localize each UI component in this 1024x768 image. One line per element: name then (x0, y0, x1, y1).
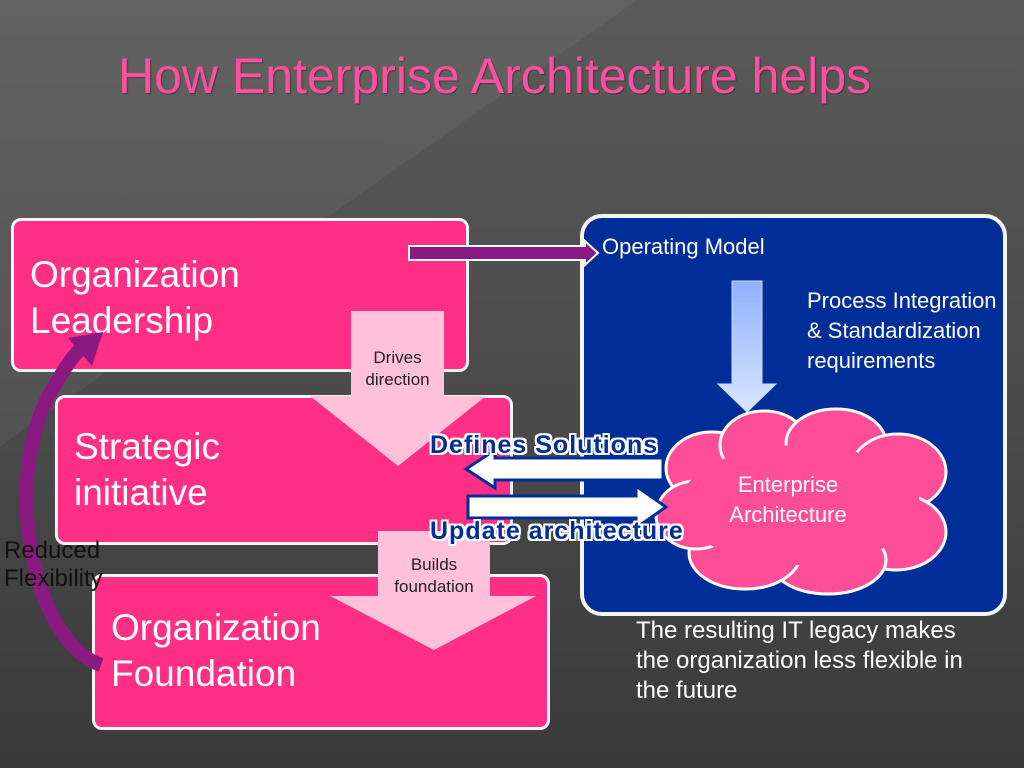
reduced-flexibility-arrowhead (68, 332, 103, 366)
enterprise-architecture-cloud (654, 407, 948, 596)
operating-model-connector-arrow (408, 238, 600, 268)
organization-foundation-label: Organization Foundation (111, 607, 321, 694)
panel-down-arrow (716, 280, 778, 413)
strategic-initiative-label: Strategic initiative (74, 426, 221, 513)
it-legacy-note: The resulting IT legacy makes the organi… (636, 617, 963, 704)
defines-solutions-arrow (463, 447, 665, 491)
page-title: How Enterprise Architecture helps (118, 48, 872, 104)
operating-model-label: Operating Model (602, 234, 765, 259)
builds-foundation-arrow (330, 531, 536, 650)
update-architecture-arrow (466, 483, 669, 531)
enterprise-architecture-label: Enterprise Architecture (729, 472, 847, 527)
organization-foundation-box: Organization Foundation (92, 574, 550, 730)
organization-leadership-label: Organization Leadership (30, 254, 240, 341)
update-architecture-label: Update architecture (430, 517, 684, 545)
reduced-flexibility-label: Reduced Flexibility (4, 537, 103, 592)
process-requirements-label: Process Integration & Standardization re… (807, 288, 997, 373)
drives-direction-label: Drives direction (365, 348, 430, 389)
builds-foundation-label: Builds foundation (394, 555, 474, 596)
drives-direction-arrow (310, 311, 486, 466)
defines-solutions-label: Defines Solutions (430, 431, 659, 459)
reduced-flexibility-curve (19, 338, 104, 672)
